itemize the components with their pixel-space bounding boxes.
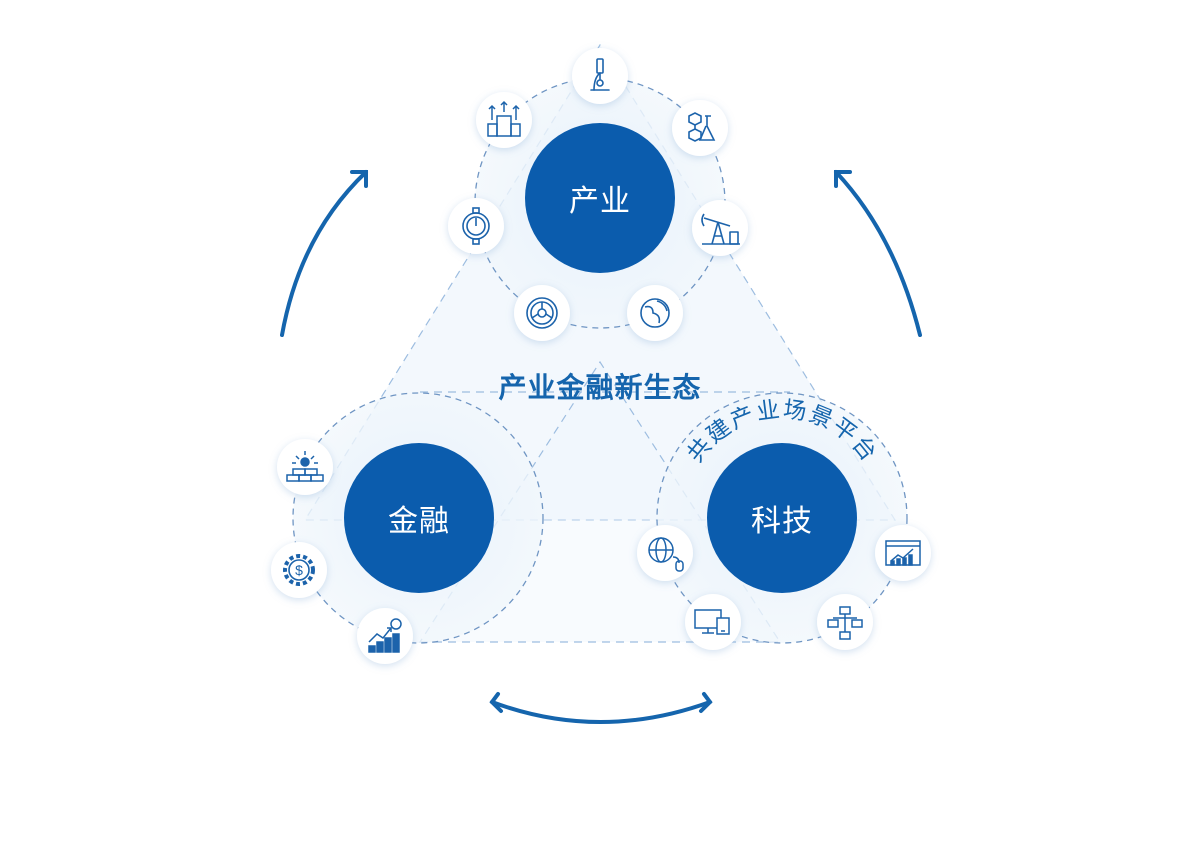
globe-mouse-icon bbox=[637, 525, 693, 581]
right-arrowhead bbox=[834, 170, 852, 188]
growth-coins-icon bbox=[357, 608, 413, 664]
technology-node-label: 科技 bbox=[751, 504, 813, 539]
wheel-icon bbox=[514, 285, 570, 341]
earth-leaf-icon bbox=[627, 285, 683, 341]
gold-bars-icon bbox=[277, 439, 333, 495]
center-title: 产业金融新生态 bbox=[498, 371, 702, 404]
city-growth-icon bbox=[476, 92, 532, 148]
devices-icon bbox=[685, 594, 741, 650]
finance-node bbox=[344, 443, 494, 593]
pressure-gauge-icon bbox=[448, 198, 504, 254]
molecule-flask-icon bbox=[672, 100, 728, 156]
left-arrowhead bbox=[350, 170, 368, 188]
dollar-gear-icon: $ bbox=[271, 542, 327, 598]
cycle-arrows bbox=[280, 170, 922, 724]
svg-text:$: $ bbox=[295, 562, 303, 578]
left-arrow bbox=[280, 170, 368, 337]
industry-node-label: 产业 bbox=[569, 184, 631, 219]
industry-node bbox=[525, 123, 675, 273]
bottom-arrowhead-left bbox=[489, 692, 503, 713]
flowchart-icon bbox=[817, 594, 873, 650]
microscope-icon bbox=[572, 48, 628, 104]
bottom-arrowhead-right bbox=[699, 692, 713, 713]
oil-pump-icon bbox=[692, 200, 748, 256]
technology-node bbox=[707, 443, 857, 593]
finance-node-label: 金融 bbox=[388, 504, 450, 539]
right-arrow bbox=[834, 170, 922, 337]
chart-window-icon bbox=[875, 525, 931, 581]
bottom-arrow bbox=[490, 700, 712, 724]
